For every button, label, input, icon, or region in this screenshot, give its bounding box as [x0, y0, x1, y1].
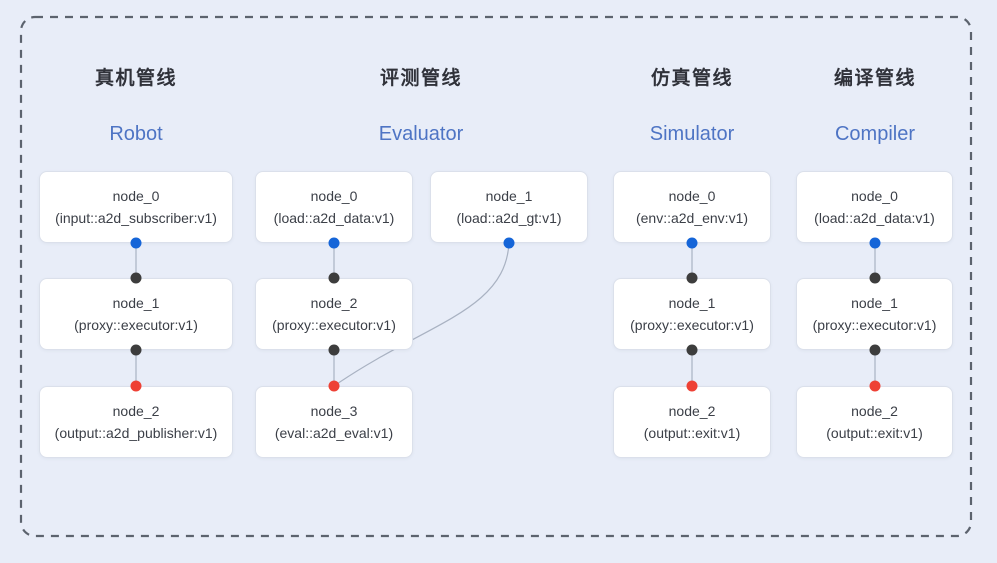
node-type: (proxy::executor:v1) — [812, 317, 937, 333]
evaluator-node0-output-port — [328, 237, 340, 249]
pipeline-title-zh-compiler: 编译管线 — [833, 68, 917, 89]
node-name: node_0 — [310, 188, 358, 204]
simulator-node0-output-port — [686, 237, 698, 249]
node-name: node_2 — [851, 403, 898, 419]
evaluator-node3-terminal-port — [328, 380, 340, 392]
compiler-node-1-box: node_1 (proxy::executor:v1) — [796, 278, 953, 350]
simulator-node1-output-port — [686, 344, 698, 356]
pipeline-title-en-robot: Robot — [109, 123, 163, 145]
node-type: (eval::a2d_eval:v1) — [274, 425, 394, 441]
robot-node-1-box: node_1 (proxy::executor:v1) — [39, 278, 233, 350]
compiler-node2-terminal-port — [869, 380, 881, 392]
simulator-node-2-box: node_2 (output::exit:v1) — [613, 386, 771, 458]
pipeline-title-en-compiler: Compiler — [834, 123, 916, 145]
compiler-node1-output-port — [869, 344, 881, 356]
pipeline-title-zh-robot: 真机管线 — [94, 68, 178, 89]
robot-node-0-box: node_0 (input::a2d_subscriber:v1) — [39, 171, 233, 243]
evaluator-node-0-box: node_0 (load::a2d_data:v1) — [255, 171, 413, 243]
pipeline-title-zh-evaluator: 评测管线 — [379, 68, 463, 89]
simulator-node-0-box: node_0 (env::a2d_env:v1) — [613, 171, 771, 243]
robot-node1-output-port — [130, 344, 142, 356]
compiler-node-2-box: node_2 (output::exit:v1) — [796, 386, 953, 458]
node-type: (proxy::executor:v1) — [74, 317, 198, 333]
node-type: (load::a2d_data:v1) — [814, 210, 935, 226]
node-type: (output::exit:v1) — [826, 425, 923, 441]
robot-node1-input-port — [130, 272, 142, 284]
evaluator-node-2-box: node_2 (proxy::executor:v1) — [255, 278, 413, 350]
pipeline-title-en-simulator: Simulator — [649, 123, 735, 145]
simulator-node2-terminal-port — [686, 380, 698, 392]
evaluator-node-1-box: node_1 (load::a2d_gt:v1) — [430, 171, 588, 243]
node-name: node_0 — [851, 188, 898, 204]
node-name: node_0 — [112, 188, 160, 204]
node-name: node_3 — [310, 403, 358, 419]
node-name: node_1 — [485, 188, 533, 204]
node-name: node_2 — [668, 403, 716, 419]
evaluator-node2-output-port — [328, 344, 340, 356]
evaluator-node-3-box: node_3 (eval::a2d_eval:v1) — [255, 386, 413, 458]
robot-node-2-box: node_2 (output::a2d_publisher:v1) — [39, 386, 233, 458]
node-type: (load::a2d_gt:v1) — [456, 210, 562, 226]
node-type: (input::a2d_subscriber:v1) — [55, 210, 217, 226]
compiler-node-0-box: node_0 (load::a2d_data:v1) — [796, 171, 953, 243]
simulator-node1-input-port — [686, 272, 698, 284]
node-type: (output::exit:v1) — [643, 425, 741, 441]
node-name: node_0 — [668, 188, 716, 204]
pipeline-title-en-evaluator: Evaluator — [378, 123, 464, 145]
node-name: node_1 — [112, 295, 160, 311]
simulator-node-1-box: node_1 (proxy::executor:v1) — [613, 278, 771, 350]
robot-node2-terminal-port — [130, 380, 142, 392]
node-type: (env::a2d_env:v1) — [635, 210, 749, 226]
pipeline-title-zh-simulator: 仿真管线 — [650, 68, 734, 89]
node-type: (proxy::executor:v1) — [630, 317, 754, 333]
node-type: (load::a2d_data:v1) — [273, 210, 395, 226]
node-name: node_2 — [112, 403, 160, 419]
evaluator-node1-output-port — [503, 237, 515, 249]
node-type: (proxy::executor:v1) — [272, 317, 396, 333]
node-name: node_1 — [668, 295, 716, 311]
compiler-node0-output-port — [869, 237, 881, 249]
node-name: node_2 — [310, 295, 358, 311]
node-type: (output::a2d_publisher:v1) — [54, 425, 218, 441]
evaluator-node2-input-port — [328, 272, 340, 284]
compiler-node1-input-port — [869, 272, 881, 284]
node-name: node_1 — [851, 295, 898, 311]
robot-node0-output-port — [130, 237, 142, 249]
